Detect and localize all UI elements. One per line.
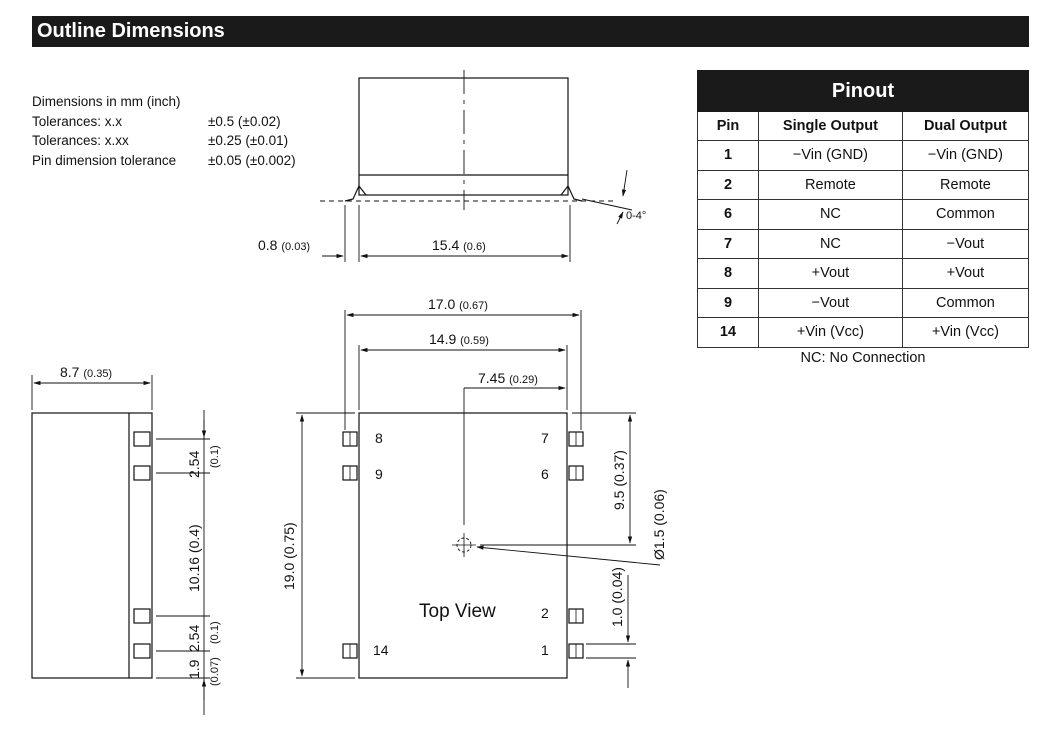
- pin-number: 14: [697, 317, 759, 348]
- side-view-body: [358, 77, 569, 196]
- pin-number: 2: [697, 169, 759, 200]
- height-label: 8.7 (0.35): [60, 364, 112, 380]
- end-view: [31, 375, 210, 715]
- tolerances-block: Dimensions in mm (inch) Tolerances: x.x …: [32, 92, 296, 170]
- dual-output-cell: −Vout: [901, 228, 1030, 259]
- table-row: 2 Remote Remote: [697, 169, 1030, 200]
- tolerance-value: ±0.05 (±0.002): [208, 152, 296, 168]
- table-row: 7 NC −Vout: [697, 228, 1030, 259]
- pin-label-7: 7: [541, 430, 549, 446]
- end-view-pin: [133, 431, 151, 447]
- side-view: [320, 70, 633, 262]
- column-header: Pin: [697, 111, 759, 141]
- tolerance-label: Tolerances: x.xx: [32, 133, 129, 148]
- angle-label: 0-4°: [626, 210, 646, 222]
- end-view-pin: [133, 465, 151, 481]
- pin-label-8: 8: [375, 430, 383, 446]
- table-row: 6 NC Common: [697, 199, 1030, 230]
- pitch-label: 2.54: [186, 625, 202, 652]
- table-row: 1 −Vin (GND) −Vin (GND): [697, 140, 1030, 171]
- pinout-note: NC: No Connection: [800, 350, 926, 366]
- pitch-label: 2.54: [186, 451, 202, 478]
- pin-number: 1: [697, 140, 759, 171]
- pin-number: 9: [697, 287, 759, 318]
- angle-line: [581, 198, 633, 211]
- end-view-pin: [133, 608, 151, 624]
- dual-output-cell: −Vin (GND): [901, 140, 1030, 171]
- dual-output-cell: +Vin (Vcc): [901, 317, 1030, 348]
- pin-label-9: 9: [375, 466, 383, 482]
- single-output-cell: +Vout: [758, 258, 903, 289]
- dimensions-unit-note: Dimensions in mm (inch): [32, 94, 181, 109]
- right-lead: [560, 184, 583, 202]
- single-output-cell: −Vout: [758, 287, 903, 318]
- dual-output-cell: +Vout: [901, 258, 1030, 289]
- pitch-inch-label: (0.1): [209, 621, 221, 644]
- body-width-label: 14.9 (0.59): [429, 331, 489, 347]
- table-row: 14 +Vin (Vcc) +Vin (Vcc): [697, 317, 1030, 348]
- top-view-label: Top View: [419, 601, 496, 622]
- end-view-body: [31, 412, 153, 679]
- table-row: 8 +Vout +Vout: [697, 258, 1030, 289]
- tolerance-row: Pin dimension tolerance ±0.05 (±0.002): [32, 151, 296, 171]
- width-dimensions: [344, 310, 582, 525]
- span-label: 10.16 (0.4): [186, 524, 202, 592]
- center-y-label: 9.5 (0.37): [611, 450, 627, 510]
- pinout-title: Pinout: [697, 70, 1029, 112]
- tolerance-row: Tolerances: x.x ±0.5 (±0.02): [32, 112, 296, 132]
- pinout-table: Pinout Pin Single Output Dual Output 1 −…: [697, 70, 1030, 348]
- dual-output-cell: Common: [901, 287, 1030, 318]
- pin-label-14: 14: [373, 642, 389, 658]
- pin-label-2: 2: [541, 605, 549, 621]
- dual-output-cell: Remote: [901, 169, 1030, 200]
- section-title: Outline Dimensions: [32, 16, 1029, 47]
- tolerance-value: ±0.5 (±0.02): [208, 113, 281, 129]
- body-length-label: 15.4 (0.6): [432, 237, 486, 253]
- tolerance-label: Tolerances: x.x: [32, 113, 123, 129]
- single-output-cell: NC: [758, 228, 903, 259]
- single-output-cell: Remote: [758, 169, 903, 200]
- edge-inch-label: (0.07): [209, 657, 221, 686]
- single-output-cell: NC: [758, 199, 903, 230]
- angle-arrow: [621, 169, 628, 197]
- hole-leader: [476, 545, 661, 566]
- tolerance-label: Pin dimension tolerance: [32, 152, 177, 168]
- pin-label-1: 1: [541, 642, 549, 658]
- table-row: 9 −Vout Common: [697, 287, 1030, 318]
- pin-number: 7: [697, 228, 759, 259]
- left-lead: [344, 184, 367, 202]
- angle-arrow: [616, 211, 624, 225]
- pin-number: 6: [697, 199, 759, 230]
- dual-output-cell: Common: [901, 199, 1030, 230]
- pitch-inch-label: (0.1): [209, 445, 221, 468]
- top-view: [296, 412, 661, 688]
- pin-number: 8: [697, 258, 759, 289]
- lead-dim-label: 0.8 (0.03): [258, 237, 310, 253]
- pin-label-6: 6: [541, 466, 549, 482]
- overall-width-label: 17.0 (0.67): [428, 296, 488, 312]
- single-output-cell: −Vin (GND): [758, 140, 903, 171]
- single-output-cell: +Vin (Vcc): [758, 317, 903, 348]
- column-header: Dual Output: [901, 111, 1030, 141]
- length-label: 19.0 (0.75): [281, 522, 297, 590]
- column-header: Single Output: [758, 111, 903, 141]
- top-view-body: [358, 412, 568, 679]
- tolerance-row: Tolerances: x.xx ±0.25 (±0.01): [32, 131, 296, 151]
- tolerance-value: ±0.25 (±0.01): [208, 133, 289, 148]
- end-view-pin: [133, 643, 151, 659]
- edge-label: 1.9: [186, 659, 202, 679]
- pin-width-label: 1.0 (0.04): [609, 567, 625, 627]
- center-offset-label: 7.45 (0.29): [478, 370, 538, 386]
- hole-diameter-label: Ø1.5 (0.06): [651, 489, 667, 560]
